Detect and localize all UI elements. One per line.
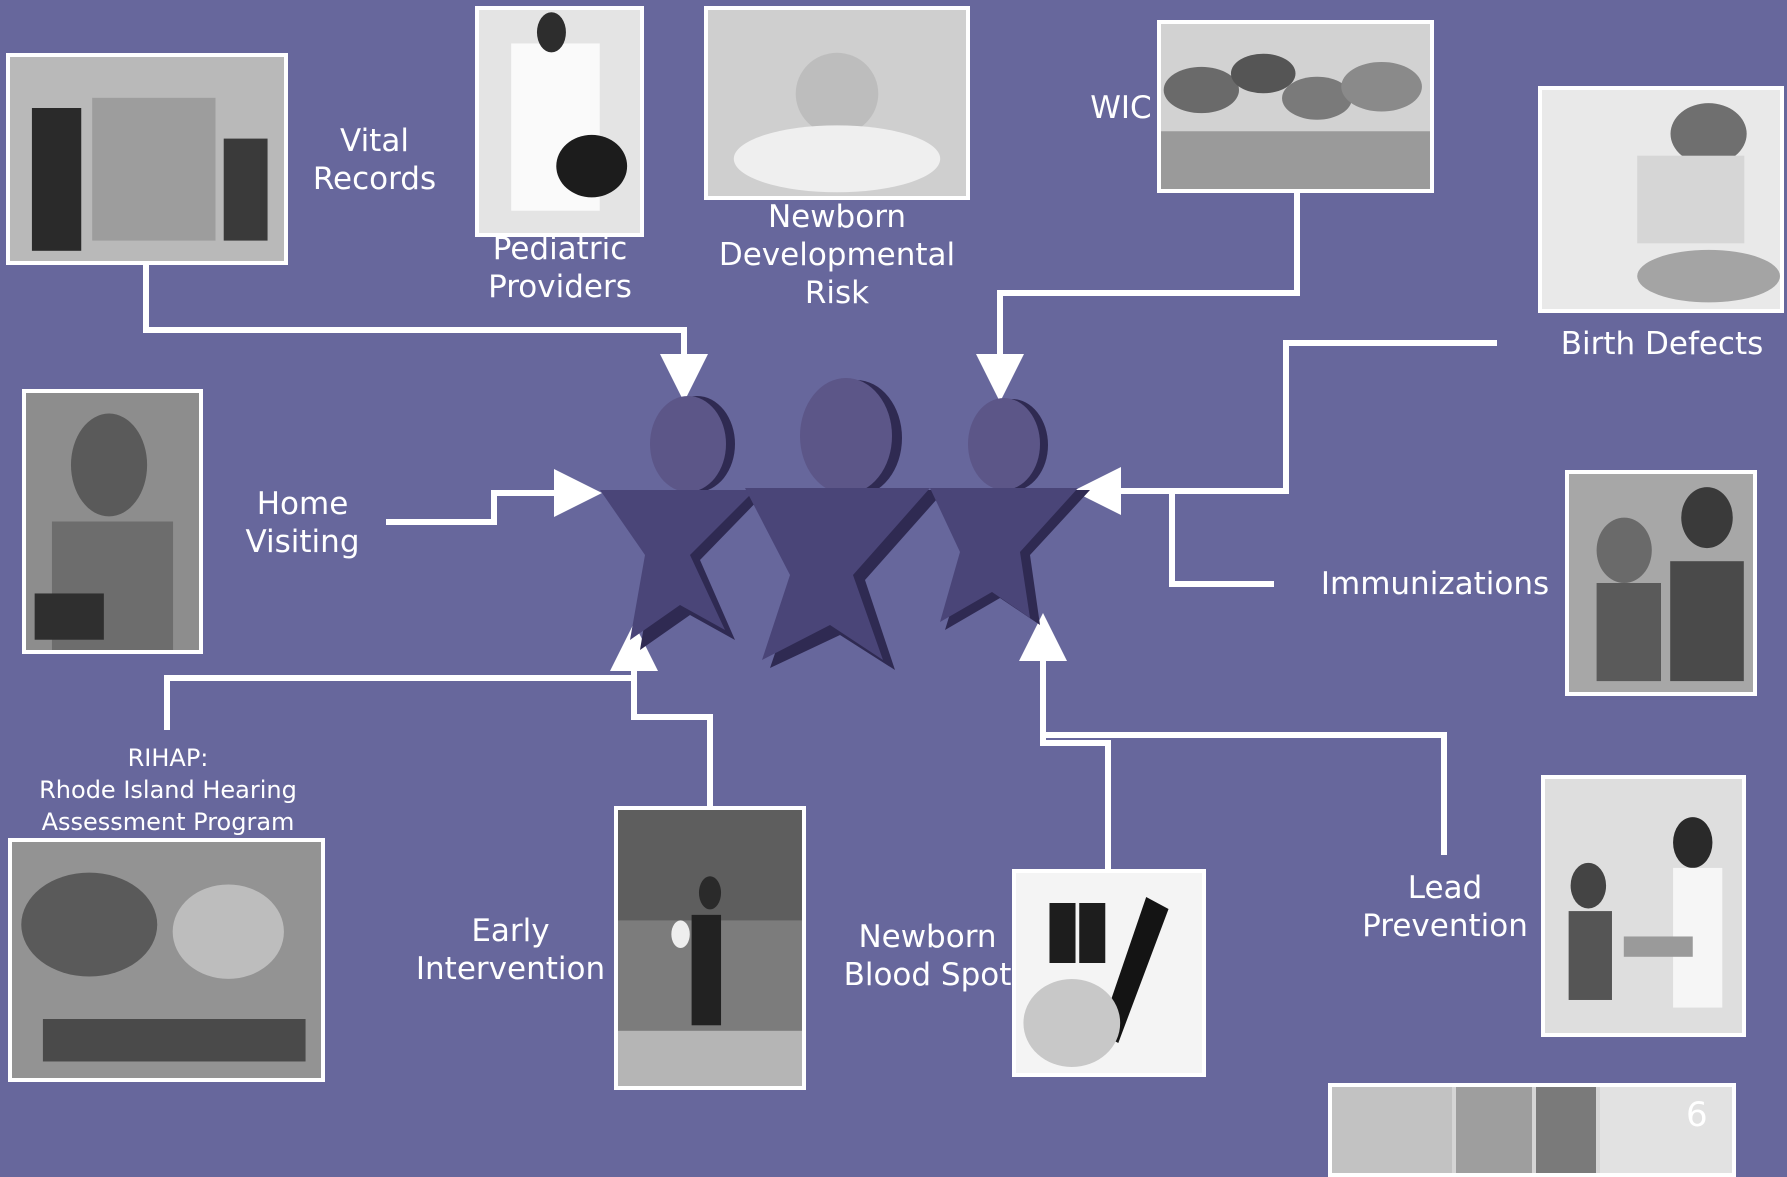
photo-rihap (8, 838, 325, 1082)
line-lead-prevention (1043, 732, 1447, 855)
photo-pediatric-providers (475, 6, 644, 237)
label-immunizations: Immunizations (1320, 566, 1550, 602)
line-early-intervention (631, 640, 713, 807)
line-immunizations (1169, 491, 1274, 587)
photo-immunizations (1565, 470, 1757, 696)
photo-blood-spot (1012, 869, 1206, 1077)
photo-wic (1157, 20, 1434, 193)
line-home-visiting (386, 469, 602, 525)
photo-home-visiting (22, 389, 203, 654)
child-figure-right (930, 398, 1090, 630)
photo-newborn (704, 6, 970, 200)
photo-lead-prevention (1541, 775, 1746, 1037)
label-wic: WIC (1090, 90, 1152, 126)
child-figure-center (745, 378, 945, 670)
label-birth-defects: Birth Defects (1560, 326, 1764, 362)
line-vital-records (143, 263, 708, 402)
line-blood-spot (1019, 613, 1111, 870)
photo-birth-defects (1538, 86, 1784, 313)
child-figure-left (600, 396, 768, 650)
photo-early-intervention (614, 806, 806, 1090)
line-wic (976, 193, 1300, 402)
photo-vital-records (6, 53, 288, 265)
photo-strip (1328, 1083, 1736, 1177)
page-number: 6 (1686, 1095, 1708, 1135)
line-birth-defects (1073, 340, 1497, 515)
